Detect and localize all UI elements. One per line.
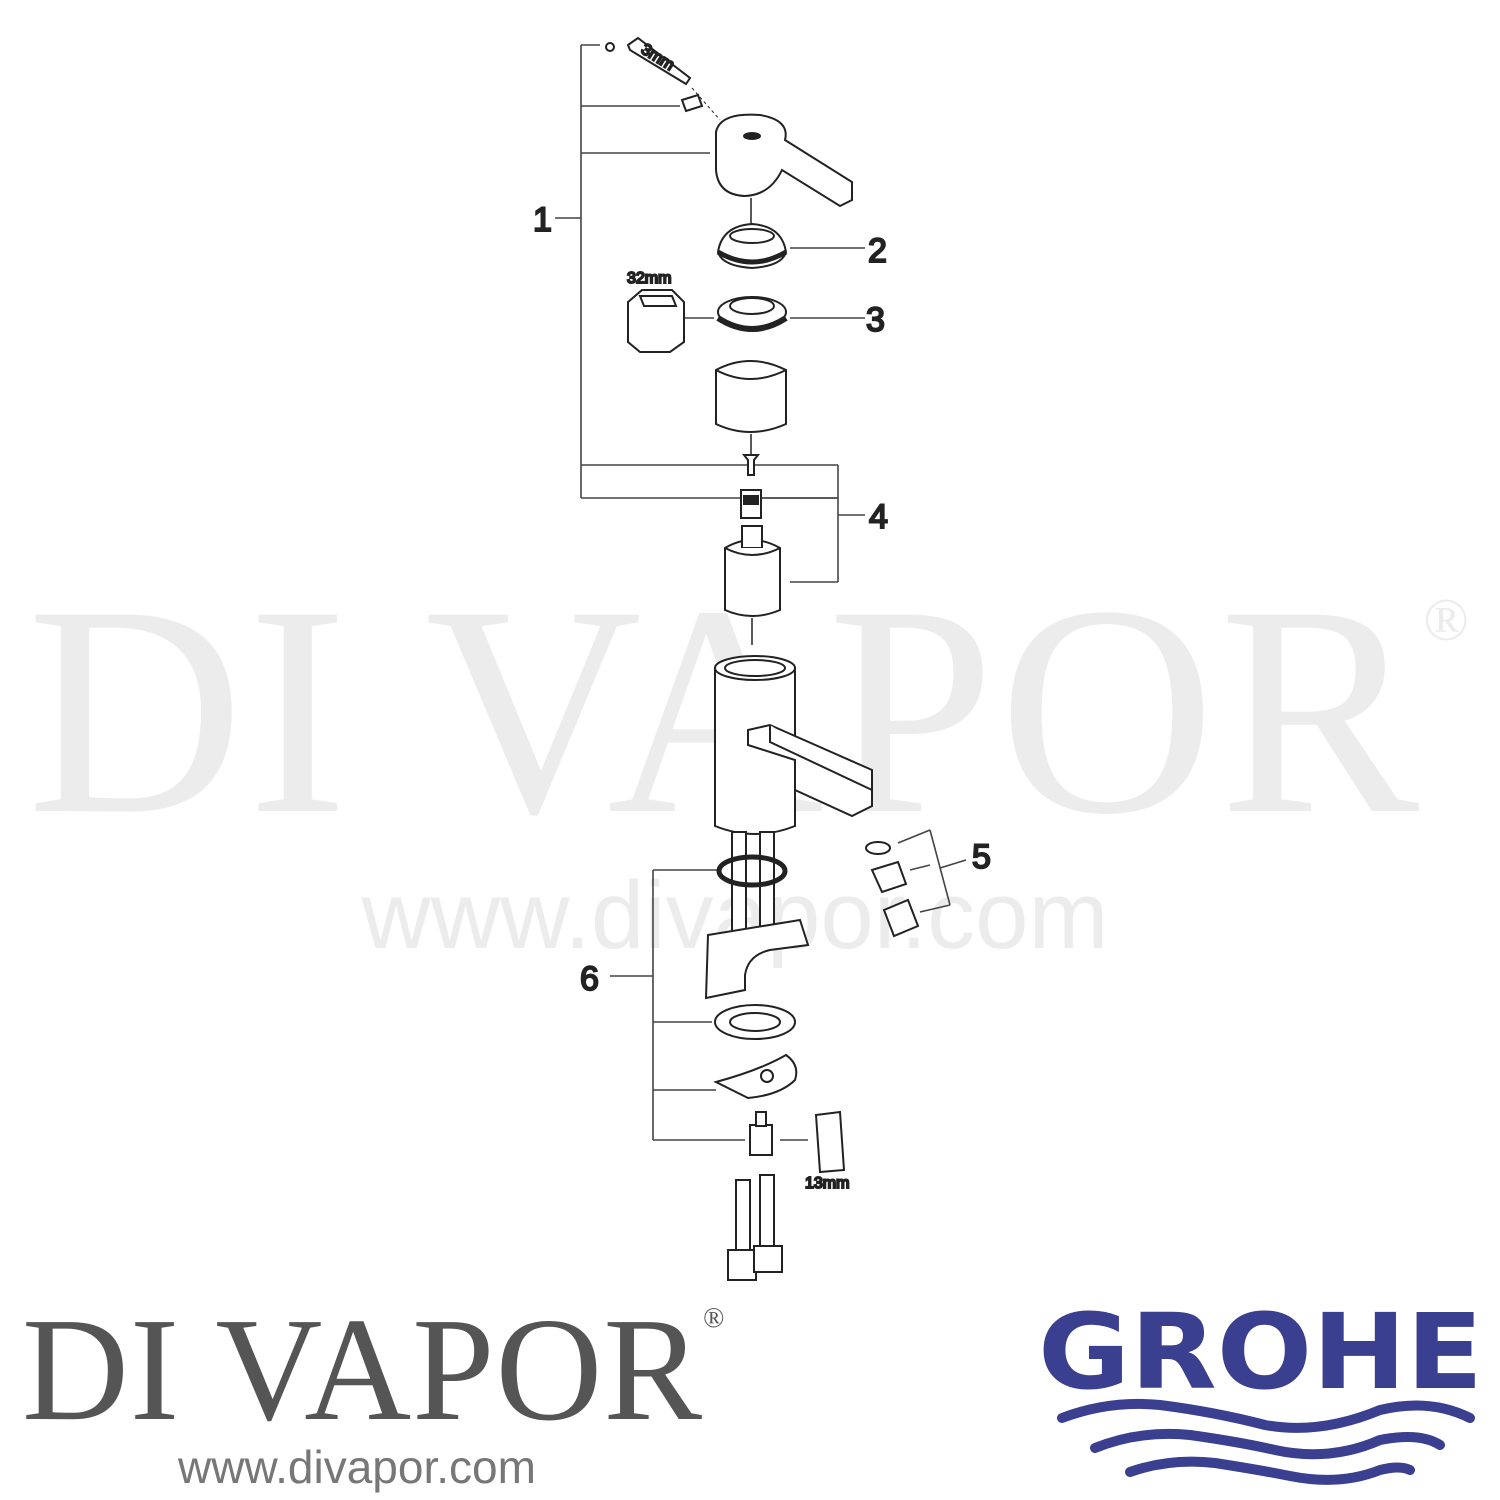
footer-brand-text: DI VAPOR [22, 1288, 704, 1452]
callout-3-label: 3 [866, 301, 885, 339]
grohe-wordmark: GROHE [1038, 1291, 1483, 1413]
clamp-plate [713, 1053, 798, 1100]
sleeve [715, 360, 787, 433]
stud-bolt [749, 1111, 773, 1156]
socket-13mm-icon [814, 1110, 846, 1174]
part-2-cover-cap [716, 222, 788, 270]
grub-screw-icon [680, 93, 704, 113]
part-6-bracket [610, 869, 745, 1141]
footer-url: www.divapor.com [178, 1441, 536, 1493]
part-3-nut [716, 296, 788, 332]
callout-6-label: 6 [580, 960, 599, 998]
callout-2-label: 2 [868, 232, 887, 270]
hex-key-icon [626, 36, 692, 86]
lever-handle [715, 113, 853, 208]
hoses-upper [716, 831, 788, 943]
grohe-logo: GROHE [1038, 1291, 1483, 1485]
socket-13mm-label: 13mm [805, 1175, 849, 1192]
adapter-icon [740, 489, 762, 519]
callout-1-bracket [555, 44, 838, 499]
spout-body [714, 655, 873, 835]
footer-registered-mark: ® [703, 1303, 726, 1334]
washer [714, 1004, 796, 1040]
callout-5-label: 5 [972, 838, 991, 876]
part-5-bracket [897, 829, 967, 913]
watermark-registered-mark: ® [1423, 587, 1473, 653]
footer-brand: DI VAPOR® [22, 1296, 726, 1444]
cap-icon [605, 42, 615, 52]
callout-1-label: 1 [533, 201, 552, 239]
screw-icon [741, 454, 761, 476]
cartridge [724, 525, 781, 617]
mounting-gasket [704, 918, 810, 1000]
socket-32mm-icon [627, 289, 685, 353]
supply-hoses [727, 1174, 783, 1281]
part-4-bracket [760, 465, 865, 583]
hex-key-size-label: 3mm [638, 41, 677, 74]
callout-4-label: 4 [869, 498, 888, 536]
grohe-waves-icon [1057, 1398, 1475, 1485]
socket-32mm-label: 32mm [627, 270, 671, 287]
aerator-parts [865, 841, 920, 938]
